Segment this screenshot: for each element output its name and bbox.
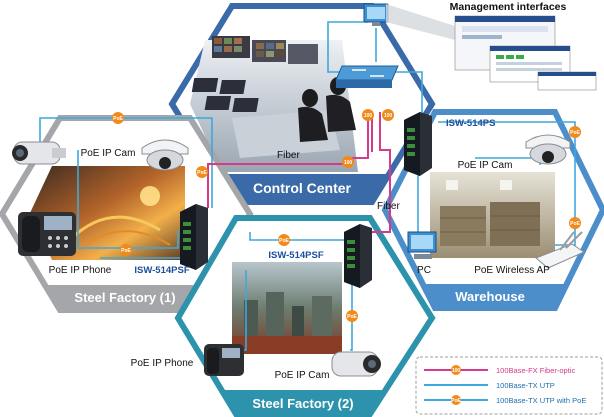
zone-label-control-center: Control Center <box>253 180 352 196</box>
ip-phone-factory1 <box>18 212 76 256</box>
poe-badge-3: PoE <box>120 244 132 256</box>
hex-steel-factory-2: Steel Factory (2) <box>174 215 436 417</box>
legend: 100 100Base-FX Fiber-optic 100Base-TX UT… <box>415 356 603 415</box>
poe-badge-2: PoE <box>196 166 208 178</box>
speed-badge-2: 100 <box>382 109 394 121</box>
label-phone-factory1: PoE IP Phone <box>49 265 112 276</box>
legend-label-utp: 100Base-TX UTP <box>496 381 555 390</box>
label-wireless-ap: PoE Wireless AP <box>474 265 550 276</box>
management-interfaces-screens <box>454 15 597 91</box>
ip-phone-factory2 <box>204 344 244 376</box>
svg-text:PoE: PoE <box>570 221 580 227</box>
warehouse-photo <box>430 172 555 258</box>
svg-text:PoE: PoE <box>197 170 207 176</box>
label-isw-514psf-1: ISW-514PSF <box>134 265 189 276</box>
management-pc <box>363 3 455 40</box>
fiber-label-right: Fiber <box>377 201 400 212</box>
wireless-ap-warehouse <box>535 231 586 269</box>
zone-label-steel-factory-1: Steel Factory (1) <box>74 290 175 305</box>
speed-badge-3: 100 <box>342 156 354 168</box>
poe-badge-6: PoE <box>278 234 290 246</box>
core-switch <box>335 65 399 88</box>
isw-514ps-switch <box>404 112 432 176</box>
factory2-photo <box>232 262 342 354</box>
label-cam-factory1: PoE IP Cam <box>81 148 136 159</box>
management-title: Management interfaces <box>450 1 567 13</box>
bullet-camera-factory2 <box>331 351 381 377</box>
svg-text:PoE: PoE <box>279 238 289 244</box>
legend-item-fiber: 100 100Base-FX Fiber-optic <box>424 365 575 375</box>
bullet-camera-factory1 <box>12 141 66 165</box>
svg-text:100: 100 <box>364 113 373 119</box>
hex-control-center: Control Center <box>168 3 436 205</box>
poe-badge-7: PoE <box>346 310 358 322</box>
svg-text:100: 100 <box>344 160 353 166</box>
isw-514psf-switch-1 <box>180 204 208 270</box>
poe-badge-5: PoE <box>569 217 581 229</box>
dome-camera-factory1 <box>141 139 189 171</box>
pc-warehouse <box>407 231 437 259</box>
svg-text:PoE: PoE <box>451 398 461 404</box>
svg-text:PoE: PoE <box>347 314 357 320</box>
legend-label-fiber: 100Base-FX Fiber-optic <box>496 366 575 375</box>
label-cam-factory2: PoE IP Cam <box>275 370 330 381</box>
label-phone-factory2: PoE IP Phone <box>131 358 194 369</box>
svg-text:100: 100 <box>452 368 461 374</box>
legend-label-utp-poe: 100Base-TX UTP with PoE <box>496 396 586 405</box>
label-isw-514ps: ISW-514PS <box>446 118 495 129</box>
isw-514psf-switch-2 <box>344 224 372 288</box>
svg-text:PoE: PoE <box>570 130 580 136</box>
svg-text:PoE: PoE <box>121 248 131 254</box>
legend-item-utp-poe: PoE 100Base-TX UTP with PoE <box>424 395 586 405</box>
label-isw-514psf-2: ISW-514PSF <box>268 250 323 261</box>
fiber-links <box>207 112 391 233</box>
poe-badge-4: PoE <box>569 126 581 138</box>
dome-camera-warehouse <box>525 134 571 165</box>
poe-badge-1: PoE <box>112 112 124 124</box>
speed-badge-1: 100 <box>362 109 374 121</box>
label-pc: PC <box>417 265 431 276</box>
svg-text:100: 100 <box>384 113 393 119</box>
label-cam-warehouse: PoE IP Cam <box>458 160 513 171</box>
legend-item-utp: 100Base-TX UTP <box>424 381 555 390</box>
control-room-photo <box>190 36 358 172</box>
zone-label-warehouse: Warehouse <box>455 289 525 304</box>
zone-label-steel-factory-2: Steel Factory (2) <box>252 396 353 411</box>
fiber-label-left: Fiber <box>277 150 300 161</box>
svg-text:PoE: PoE <box>113 116 123 122</box>
